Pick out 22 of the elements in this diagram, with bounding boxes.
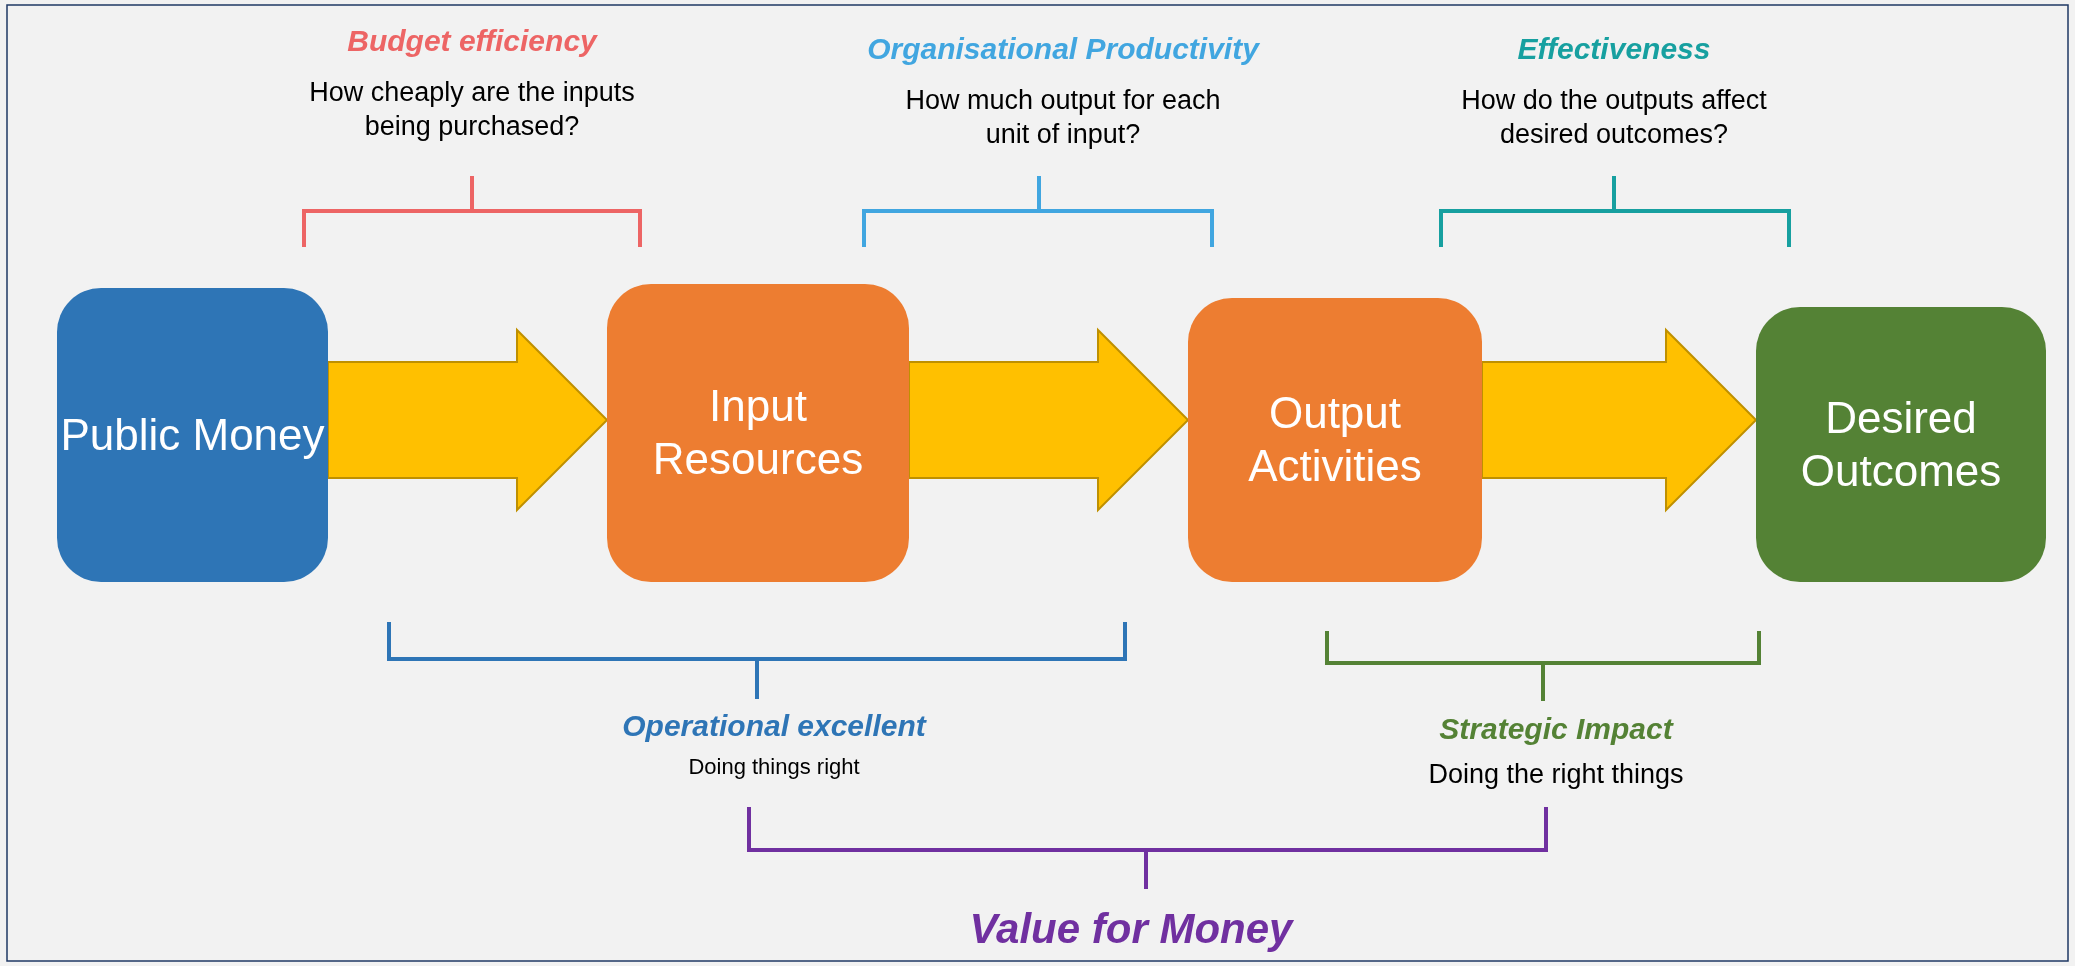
- block-arrow: [1481, 327, 1758, 513]
- box-label: Output Activities: [1247, 387, 1423, 492]
- heading-label: Value for Money: [969, 904, 1293, 954]
- box-label: Desired Outcomes: [1799, 391, 2003, 497]
- process-box: [1188, 298, 1482, 582]
- box-label: Public Money: [60, 408, 325, 461]
- heading-label: Strategic Impact: [1439, 711, 1673, 747]
- description-text: Doing the right things: [1428, 758, 1684, 791]
- process-box: [57, 288, 328, 582]
- description-text: How do the outputs affect desired outcomes?: [1460, 84, 1768, 151]
- description-text: Doing things right: [688, 753, 860, 781]
- description-text: How much output for each unit of input?: [904, 84, 1222, 151]
- description-text: How cheaply are the inputs being purchased?: [308, 76, 636, 143]
- heading-label: Operational excellent: [622, 708, 926, 744]
- box-label: Input Resources: [651, 380, 865, 485]
- heading-label: Effectiveness: [1517, 31, 1711, 67]
- heading-label: Budget efficiency: [347, 23, 597, 59]
- block-arrow: [327, 327, 609, 513]
- process-box: [1756, 307, 2046, 582]
- block-arrow: [908, 327, 1190, 513]
- process-box: [607, 284, 909, 582]
- heading-label: Organisational Productivity: [867, 31, 1259, 67]
